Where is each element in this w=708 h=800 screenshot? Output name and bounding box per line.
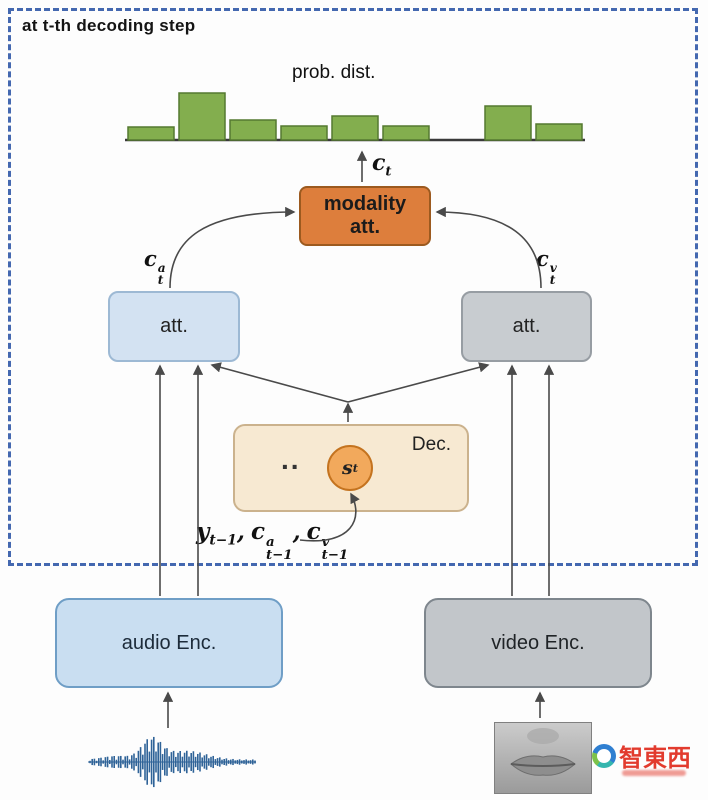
math-symbol: s: [342, 457, 353, 479]
watermark-text: 智東西: [619, 745, 691, 772]
modality-att-label-line1: modality: [323, 193, 407, 215]
audio-attention-box: att.: [108, 291, 240, 362]
lips-line: [510, 763, 576, 767]
math-symbol: c: [536, 246, 549, 271]
superscript: v: [321, 533, 330, 550]
math-symbol: c: [144, 246, 157, 271]
mouth-video-frame-image: [494, 722, 592, 794]
subscript: t−1: [321, 547, 349, 563]
subscript: t−1: [209, 532, 237, 549]
decoder-dots: ..: [281, 444, 301, 475]
decoding-step-boundary: [8, 8, 698, 566]
superscript: a: [265, 533, 275, 550]
video-encoder-box: video Enc.: [424, 598, 652, 688]
zhidongxi-watermark: 智東西: [592, 738, 691, 773]
step-label: at t-th decoding step: [22, 16, 196, 35]
zhidongxi-logo-icon: [592, 743, 616, 768]
audio-encoder-label: audio Enc.: [121, 631, 217, 654]
video-encoder-label: video Enc.: [491, 631, 585, 654]
subscript: t: [352, 461, 358, 475]
math-symbol: c: [306, 518, 321, 545]
context-vector-label: ct: [372, 150, 392, 179]
subscript: t: [549, 273, 556, 288]
math-symbol: y: [196, 518, 210, 545]
separator: ,: [292, 518, 301, 545]
expr-token: yt−1,: [196, 518, 251, 549]
modality-att-label-line2: att.: [350, 216, 380, 238]
superscript: v: [549, 261, 557, 276]
video-attention-label: att.: [512, 315, 541, 337]
subscript: t: [385, 164, 392, 180]
watermark-subtext: [622, 770, 686, 776]
frame-background: [494, 722, 592, 794]
math-symbol: c: [372, 150, 386, 176]
prob-dist-label: prob. dist.: [292, 62, 376, 83]
math-symbol: c: [250, 518, 265, 545]
audio-attention-label: att.: [160, 315, 188, 337]
superscript: a: [157, 261, 166, 276]
lips-shape: [510, 755, 576, 776]
modality-attention-box: modality att.: [299, 186, 431, 246]
audio-encoder-box: audio Enc.: [55, 598, 283, 688]
decoder-label: Dec.: [411, 434, 451, 455]
audio-waveform-image: [88, 736, 256, 788]
nose-shadow: [527, 728, 559, 744]
subscript: t−1: [265, 547, 293, 563]
separator: ,: [236, 518, 245, 545]
subscript: t: [157, 273, 164, 288]
video-attention-box: att.: [461, 291, 592, 362]
